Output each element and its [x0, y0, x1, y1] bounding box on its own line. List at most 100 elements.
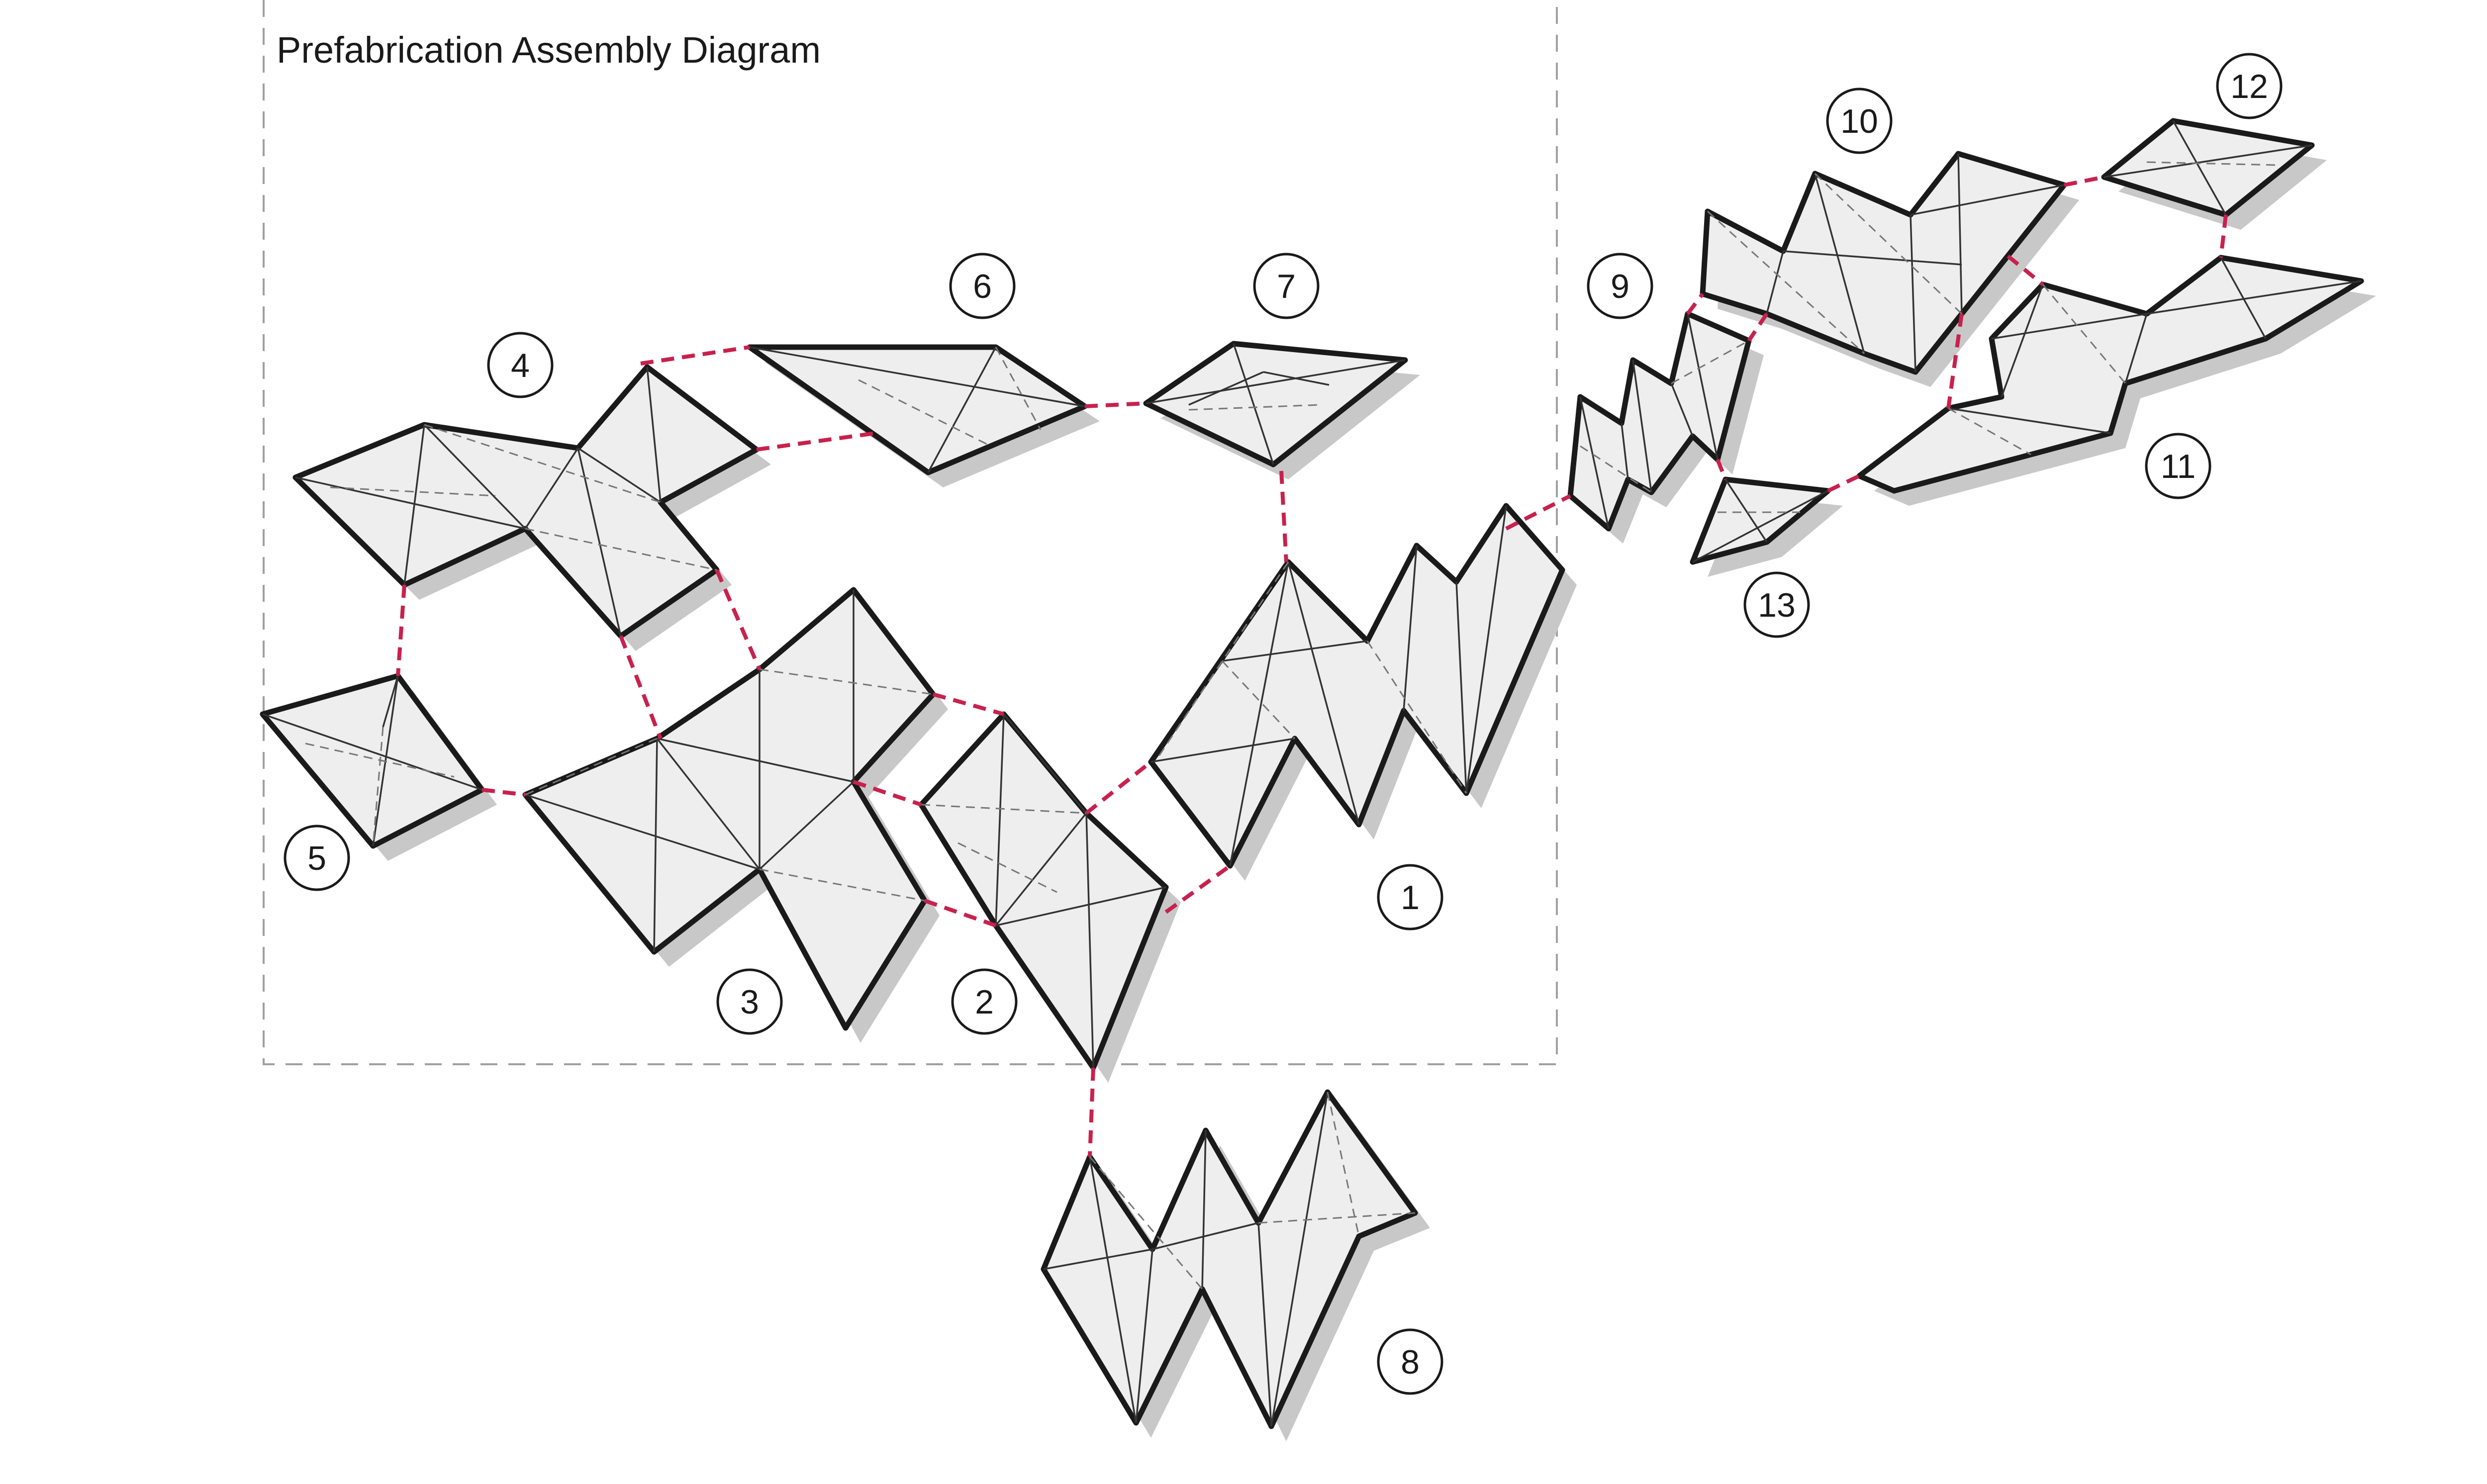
module-4-hidden-line	[525, 528, 717, 571]
module-1-fold-line	[1465, 505, 1507, 794]
module-12-fold-line	[2104, 144, 2312, 178]
module-11-hidden-line	[2042, 284, 2126, 384]
label-circle	[1743, 571, 1810, 638]
module-7-label: 7	[1253, 253, 1320, 319]
connector-line	[1747, 312, 1769, 342]
module-6-hidden-line	[995, 347, 1042, 430]
module-1-fold-line	[1403, 545, 1418, 711]
module-10-fold-line	[1910, 184, 2065, 216]
module-2-fold-line	[1085, 813, 1094, 1068]
label-circle	[951, 968, 1018, 1035]
module-5-label: 5	[284, 825, 350, 891]
label-circle	[949, 253, 1016, 319]
connector-line	[1716, 459, 1727, 480]
module-12-label: 12	[2216, 53, 2283, 119]
module-8-fold-line	[1270, 1092, 1329, 1427]
connector-line	[2219, 214, 2228, 258]
module-1-hidden-line	[1155, 561, 1289, 761]
module-11-hidden-line	[1948, 407, 2031, 456]
module-8-fold-line	[1257, 1222, 1272, 1427]
label-circle	[1826, 88, 1893, 154]
module-9-fold-line	[1687, 313, 1719, 460]
connector-line	[853, 780, 922, 807]
module-2-fold-line	[995, 886, 1166, 927]
label-circle	[1253, 253, 1320, 319]
connector-line	[932, 692, 1005, 716]
module-4-fold-line	[524, 448, 579, 529]
module-number: 3	[740, 983, 759, 1021]
connector-line	[640, 345, 750, 366]
module-2-fold-line	[1003, 713, 1087, 814]
connector-layer	[396, 175, 2228, 1157]
connector-line	[2007, 254, 2044, 286]
module-number: 4	[511, 347, 530, 384]
module-8-fold-line	[1089, 1156, 1137, 1423]
module-9-fold-line	[1579, 396, 1610, 529]
module-4-fold-line	[577, 447, 661, 503]
module-8-fold-line	[1135, 1249, 1153, 1423]
module-7-fold-line	[1233, 343, 1274, 465]
connector-line	[2064, 175, 2104, 187]
label-circle	[2145, 433, 2211, 499]
module-10-hidden-line	[1814, 173, 1963, 315]
module-11-fold-line	[2220, 257, 2267, 339]
module-11-fold-line	[2124, 313, 2148, 384]
connector-line	[1085, 760, 1152, 815]
module-number: 6	[973, 268, 992, 305]
module-13-fold-line	[1692, 490, 1828, 563]
module-3-hidden-line	[759, 868, 925, 902]
module-number: 12	[2230, 68, 2268, 105]
module-1-fold-line	[1455, 581, 1467, 794]
module-number: 11	[2161, 448, 2196, 485]
module-10-fold-line	[1910, 214, 1916, 372]
module-3-fold-line	[657, 738, 854, 783]
module-number: 8	[1401, 1343, 1420, 1381]
connector-line	[715, 569, 762, 670]
module-2-hidden-line	[921, 804, 1087, 814]
module-13-label: 13	[1743, 571, 1810, 638]
connector-line	[1686, 292, 1705, 315]
module-10-panel	[1700, 151, 2067, 375]
module-11-fold-line	[2146, 280, 2362, 315]
module-6-hidden-line	[858, 379, 991, 447]
connector-line	[1088, 1067, 1095, 1157]
module-3-fold-line	[653, 738, 658, 952]
module-6-fold-line	[927, 347, 997, 473]
panel-layer	[260, 118, 2364, 1429]
label-circle	[1377, 1328, 1443, 1395]
module-2-label: 2	[951, 968, 1018, 1035]
module-3-hidden-line	[525, 738, 658, 796]
module-number: 7	[1277, 268, 1296, 305]
module-8-fold-line	[1152, 1222, 1259, 1250]
diagram-title: Prefabrication Assembly Diagram	[277, 29, 821, 71]
module-1-hidden-line	[1366, 641, 1467, 794]
module-7-hidden-line	[1188, 404, 1322, 411]
module-4-fold-line	[577, 448, 622, 637]
module-1-fold-line	[1222, 640, 1368, 662]
module-3-fold-line	[759, 781, 855, 870]
label-circle	[284, 825, 350, 891]
module-4-fold-line	[423, 424, 526, 530]
module-8-hidden-line	[1258, 1212, 1416, 1224]
connector-line	[1827, 474, 1860, 493]
module-11-fold-line	[2001, 284, 2044, 397]
connector-line	[924, 899, 997, 928]
connector-line	[396, 584, 406, 676]
module-3-label: 3	[716, 968, 783, 1035]
module-5-fold-line	[262, 713, 482, 791]
connector-line	[1946, 313, 1964, 409]
module-9-fold-line	[1632, 360, 1652, 493]
module-number: 10	[1840, 102, 1878, 140]
module-number: 1	[1401, 879, 1420, 917]
module-12-fold-line	[2172, 120, 2227, 215]
module-9-fold-line	[1621, 423, 1629, 480]
module-10-fold-line	[1783, 250, 1962, 266]
module-number: 13	[1758, 586, 1796, 624]
module-4-hidden-line	[330, 486, 496, 497]
module-1-fold-line	[1287, 561, 1360, 825]
module-3-fold-line	[656, 738, 761, 870]
label-circle	[2216, 53, 2283, 119]
module-11-fold-line	[1991, 313, 2147, 340]
module-10-fold-line	[1957, 153, 1963, 314]
